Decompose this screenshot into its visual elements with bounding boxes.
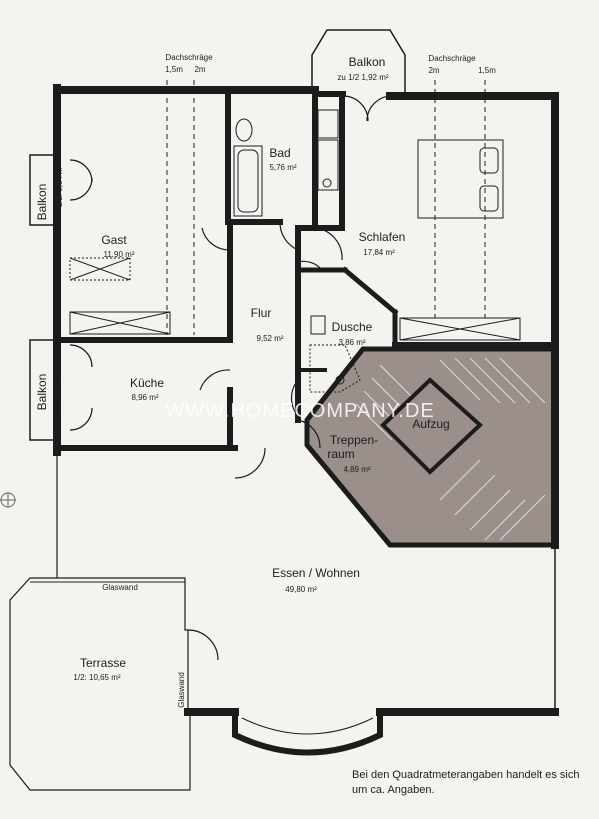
roof-slope-lines [166,80,486,335]
terrasse-name: Terrasse [80,656,126,670]
terrace-outline [9,577,191,791]
bad-area: 5,76 m² [269,163,296,172]
schlafen-name: Schlafen [359,230,406,244]
dusche-area: 3,86 m² [338,338,365,347]
kueche-area: 8,96 m² [131,393,158,402]
dachschraege-right-label: Dachschräge [428,54,476,63]
flur-name: Flur [251,306,272,320]
essen-wohnen-area: 49,80 m² [285,585,317,594]
dachschraege-right-m15: 1,5m [478,66,496,75]
dachschraege-left-m15: 1,5m [165,65,183,74]
balcony-top-outline [311,29,406,94]
dachschraege-right-m2: 2m [428,66,439,75]
fixtures [69,109,521,393]
elevator-shaft [380,377,483,475]
watermark: WWW.HOMECOMPANY.DE [165,400,434,422]
essen-wohnen-name: Essen / Wohnen [272,566,360,580]
balkon-top-area: zu 1/2 1,92 m² [337,73,388,82]
door-swings [69,95,393,661]
dachschraege-left-m2: 2m [194,65,205,74]
balkon-left2-area: 1/2: 0,76 m² [53,370,62,413]
balkon-left2-name: Balkon [35,374,49,411]
bad-name: Bad [269,146,290,160]
windows [54,87,559,339]
bay-window [232,712,383,756]
gast-name: Gast [101,233,127,247]
balcony-left1-outline [29,154,58,226]
balkon-left1-area: 1/2: 0,64 m² [55,164,64,207]
compass-icon [0,492,16,508]
treppenraum-name-1: Treppen- [330,433,378,447]
bay-window-inner [241,717,374,735]
kueche-name: Küche [130,376,164,390]
treppenraum-name-2: raum [327,447,354,461]
glaswand-top-label: Glaswand [102,583,138,592]
aufzug-name: Aufzug [412,417,449,431]
gast-area: 11,90 m² [104,250,135,259]
glaswand-side-label: Glaswand [177,672,186,708]
treppenraum-area: 4,89 m² [343,465,370,474]
dusche-name: Dusche [332,320,373,334]
schlafen-area: 17,84 m² [363,248,395,257]
dachschraege-left-label: Dachschräge [165,53,213,62]
area-disclaimer-note: Bei den Quadratmeterangaben handelt es s… [352,769,580,796]
balkon-left1-name: Balkon [35,184,49,221]
balkon-top-name: Balkon [349,55,386,69]
balcony-left2-outline [29,339,58,441]
walls [53,84,559,716]
terrasse-area: 1/2: 10,65 m² [73,673,120,682]
flur-area: 9,52 m² [256,334,283,343]
